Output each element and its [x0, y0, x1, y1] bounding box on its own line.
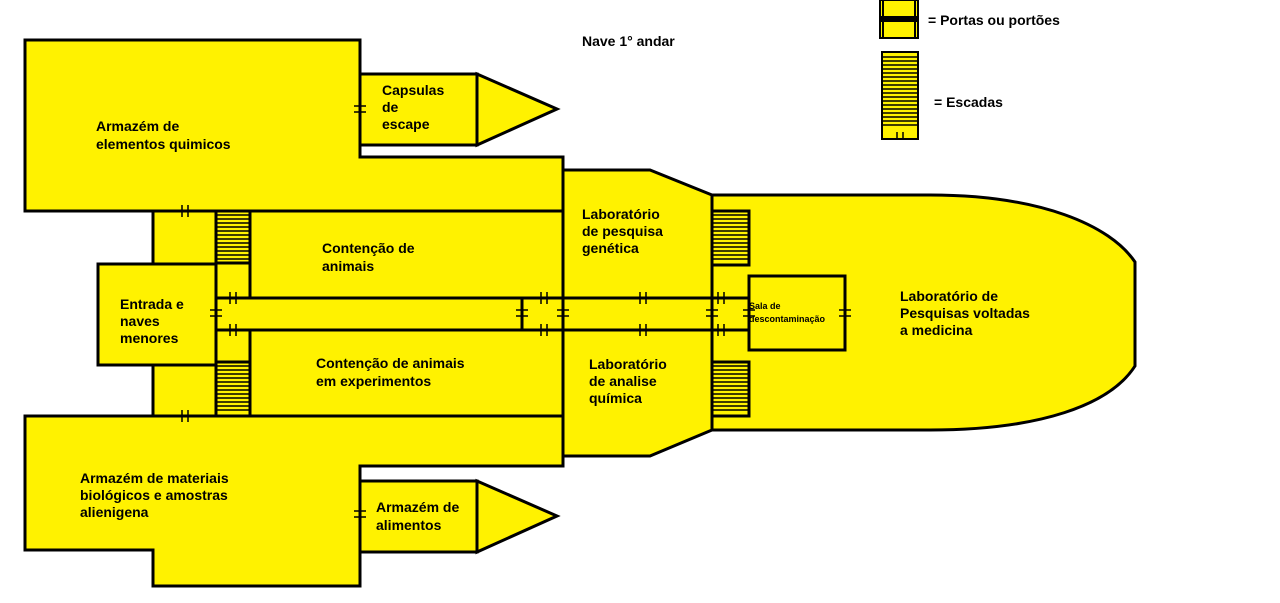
door-icon	[540, 324, 548, 336]
label-storage-chemicals: Armazém de elementos quimicos	[96, 118, 231, 152]
label-animal-containment: Contenção de animais	[322, 240, 418, 274]
stairs-icon	[710, 360, 751, 418]
door-icon	[639, 292, 647, 304]
door-icon	[839, 309, 851, 317]
label-decontamination: Sala de descontaminação	[749, 301, 826, 324]
label-storage-biological: Armazém de materiais biológicos e amostr…	[80, 470, 233, 520]
main-corridor	[214, 296, 714, 332]
legend-door-icon	[879, 0, 919, 39]
door-icon	[229, 324, 237, 336]
door-icon	[717, 292, 725, 304]
door-icon	[210, 309, 222, 317]
door-icon	[706, 309, 718, 317]
page-title: Nave 1° andar	[582, 33, 675, 49]
label-chemistry-lab: Laboratório de analise química	[589, 356, 671, 406]
door-icon	[540, 292, 548, 304]
room-escape-pods	[358, 72, 479, 147]
door-icon	[516, 309, 528, 317]
door-icon	[743, 309, 755, 317]
legend: = Portas ou portões = Escadas	[879, 0, 1060, 140]
door-icon	[181, 205, 189, 217]
legend-doors-label: = Portas ou portões	[928, 12, 1060, 28]
door-icon	[354, 510, 366, 518]
door-icon	[557, 309, 569, 317]
door-icon	[354, 105, 366, 113]
door-icon	[639, 324, 647, 336]
food-storage-nose	[475, 478, 561, 555]
room-medicine-lab	[710, 193, 1137, 432]
escape-pod-nose	[475, 71, 561, 148]
label-medicine-lab: Laboratório de Pesquisas voltadas a medi…	[900, 288, 1034, 338]
label-animal-experiments: Contenção de animais em experimentos	[316, 355, 468, 389]
label-food-storage: Armazém de alimentos	[376, 499, 463, 533]
room-food-storage	[358, 479, 479, 554]
stairs-icon	[214, 209, 252, 265]
room-decontamination	[747, 274, 847, 352]
label-entrance: Entrada e naves menores	[120, 296, 188, 346]
door-icon	[717, 324, 725, 336]
stairs-icon	[710, 209, 751, 267]
stairs-icon	[214, 360, 252, 418]
door-icon	[229, 292, 237, 304]
legend-stairs-label: = Escadas	[934, 94, 1003, 110]
label-escape-pods: Capsulas de escape	[382, 82, 448, 132]
label-genetics-lab: Laboratório de pesquisa genética	[582, 206, 667, 256]
legend-stairs-icon	[881, 51, 919, 140]
room-animal-containment	[248, 209, 565, 300]
door-icon	[181, 410, 189, 422]
room-storage-chemicals	[23, 38, 565, 213]
entrance-bay	[96, 262, 218, 367]
